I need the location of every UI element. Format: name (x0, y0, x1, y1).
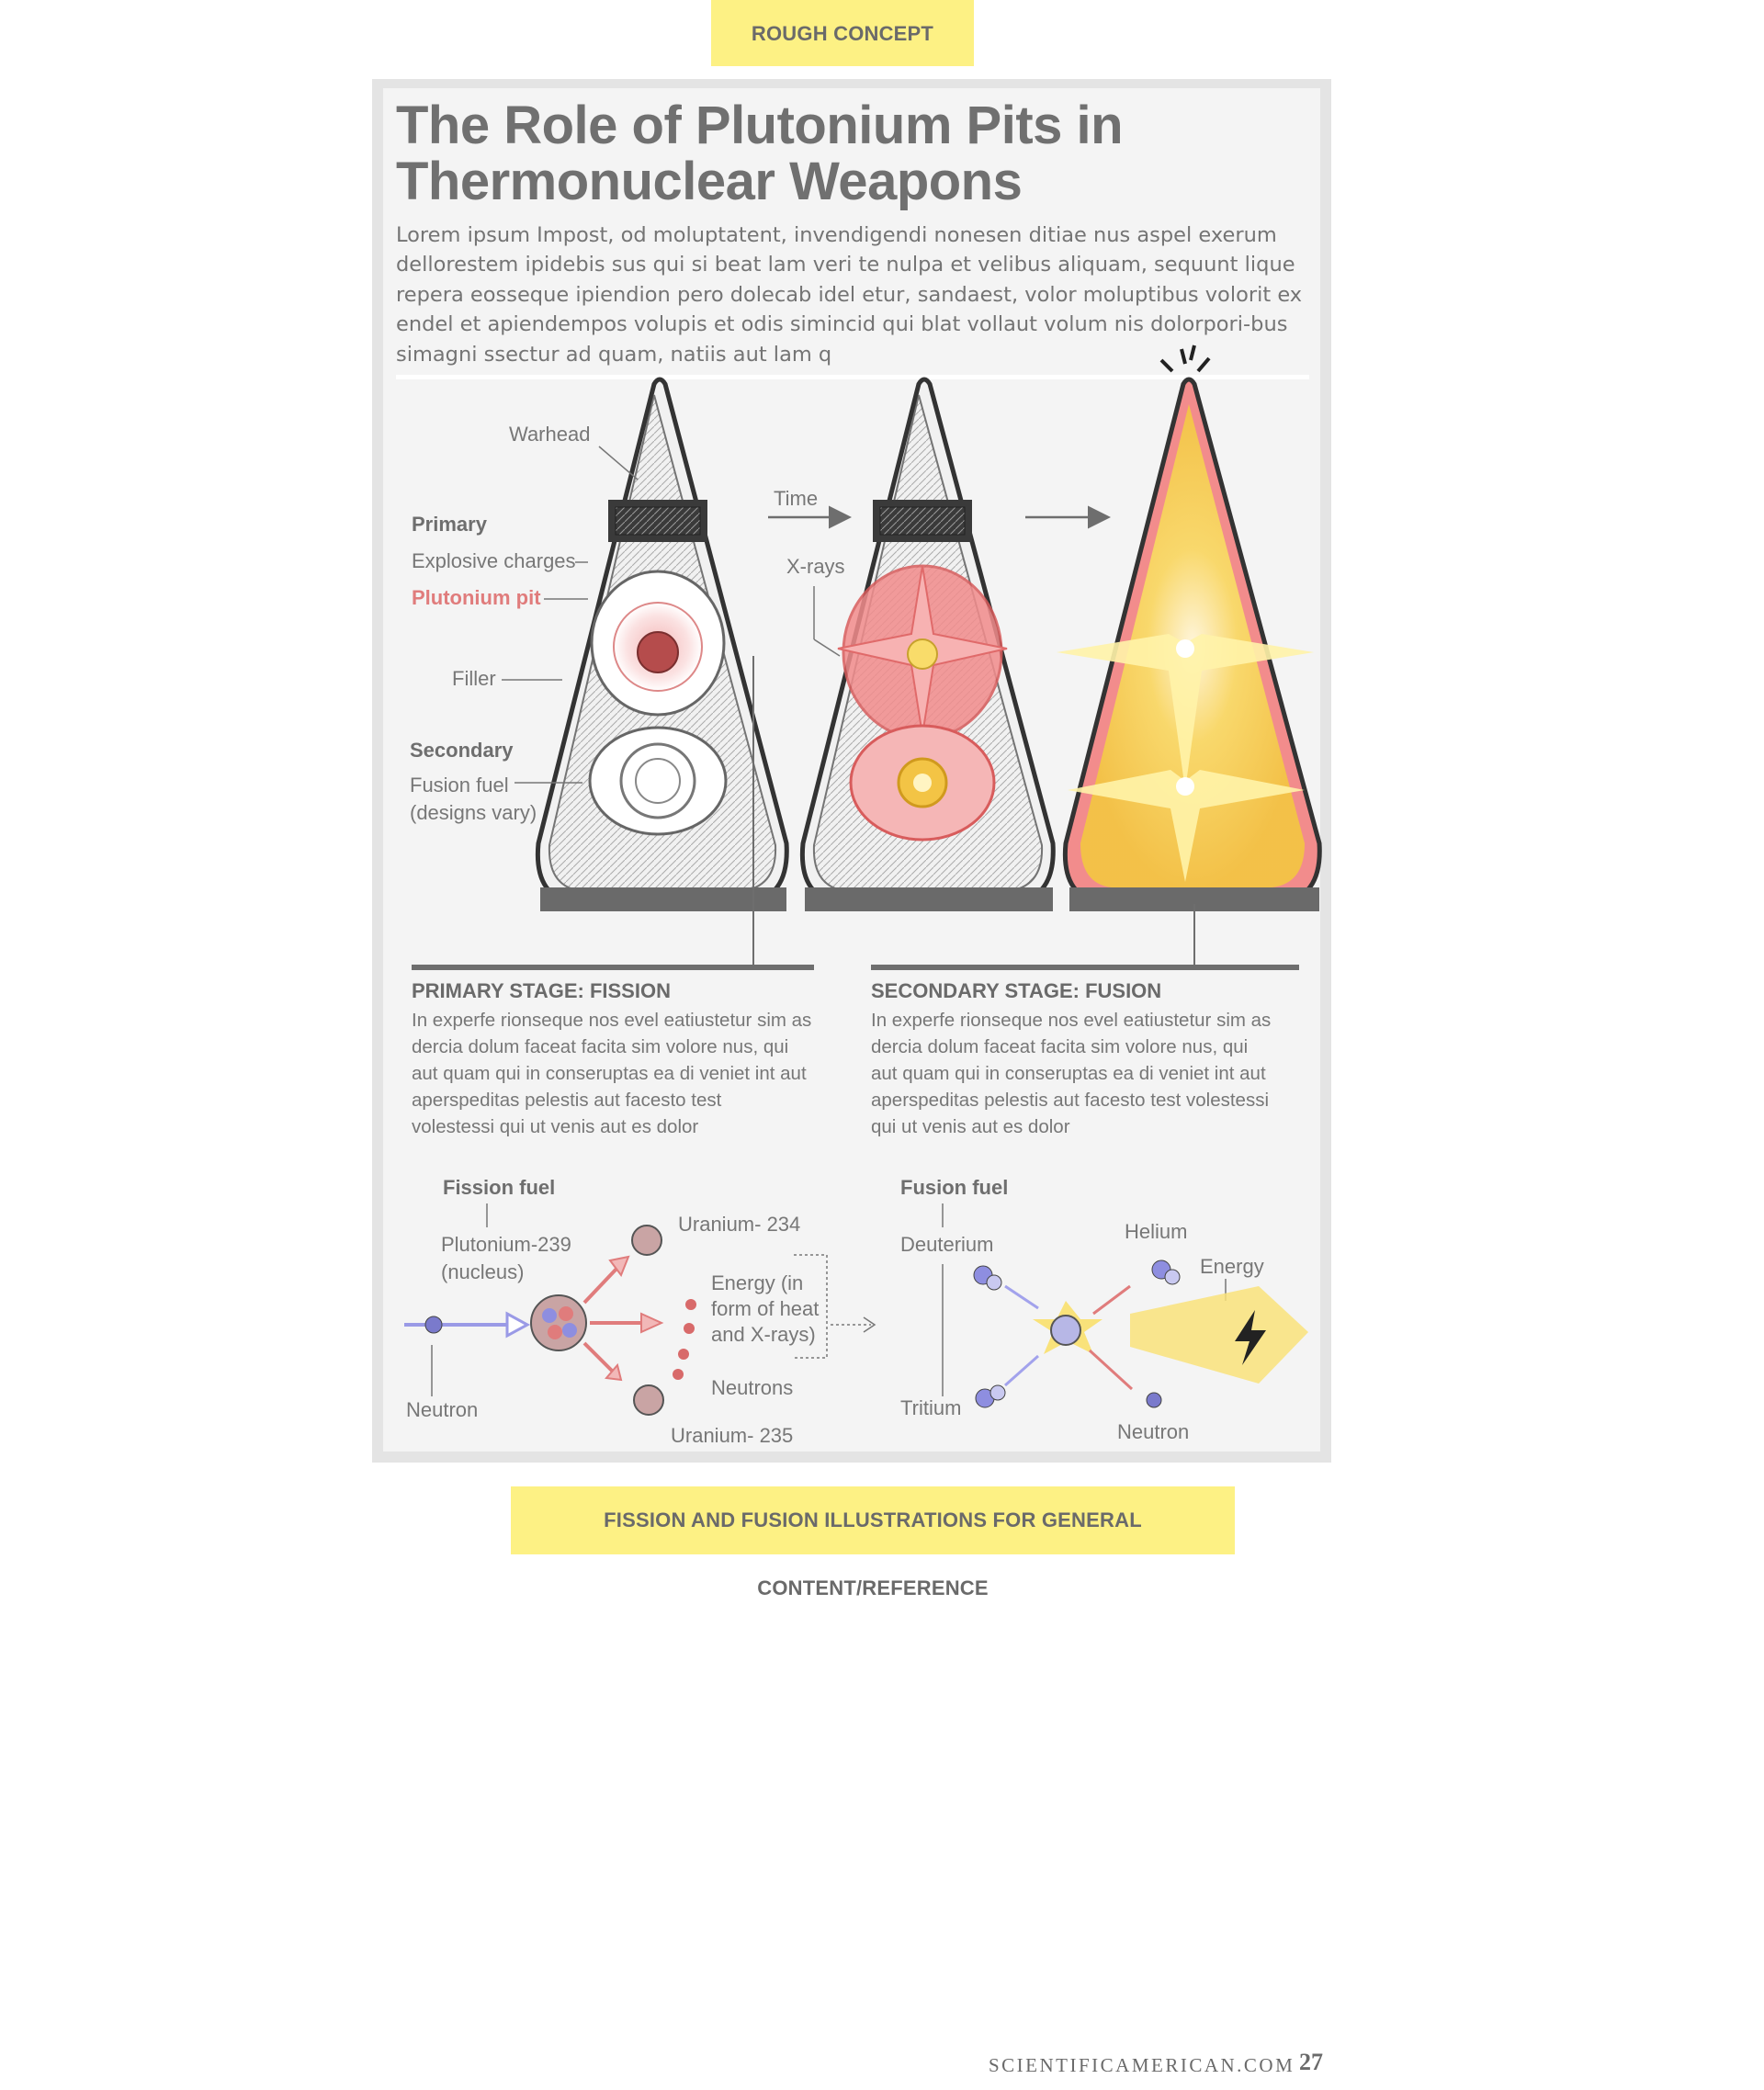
label-energy-3: and X-rays) (711, 1323, 816, 1346)
uranium-235-nucleus (633, 1384, 664, 1416)
label-filler: Filler (452, 667, 496, 690)
warhead-intact (535, 377, 789, 911)
label-time: Time (774, 487, 818, 510)
label-deuterium: Deuterium (900, 1233, 993, 1256)
label-uranium-235: Uranium- 235 (671, 1424, 793, 1447)
label-plutonium-239: Plutonium-239 (441, 1233, 571, 1256)
secondary-stage-bar (871, 965, 1299, 970)
title-divider (396, 375, 1309, 379)
label-primary: Primary (412, 513, 488, 536)
label-explosive-charges: Explosive charges (412, 549, 576, 572)
fused-nucleus (1050, 1315, 1081, 1346)
article-intro: Lorem ipsum Impost, od moluptatent, inve… (396, 223, 1303, 367)
concept-sketch-tag: ROUGH CONCEPT SKETCH (711, 0, 974, 113)
label-neutron-in: Neutron (406, 1398, 478, 1421)
page-number: 27 (1299, 2049, 1323, 2075)
fission-diagram (404, 1203, 876, 1416)
energy-bolt-icon (1235, 1310, 1266, 1365)
article-title: The Role of Plutonium Pits in Thermonucl… (396, 96, 1124, 211)
label-energy-1: Energy (in (711, 1271, 803, 1294)
label-energy-2: form of heat (711, 1297, 819, 1320)
label-neutron-out: Neutron (1117, 1420, 1189, 1443)
label-xrays: X-rays (786, 555, 845, 578)
label-secondary: Secondary (410, 739, 514, 762)
label-nucleus: (nucleus) (441, 1260, 524, 1283)
leader-lines (502, 446, 841, 784)
label-fission-fuel: Fission fuel (443, 1176, 555, 1199)
secondary-stage-text: In experfe rionseque nos evel eatiustetu… (871, 1010, 1272, 1137)
label-warhead: Warhead (509, 423, 590, 446)
plutonium-nucleus (530, 1294, 587, 1351)
fusion-diagram (942, 1203, 1308, 1408)
label-tritium: Tritium (900, 1396, 961, 1419)
reference-note-tag: FISSION AND FUSION ILLUSTRATIONS FOR GEN… (511, 1486, 1235, 1599)
uranium-234-nucleus (631, 1225, 662, 1256)
label-plutonium-pit: Plutonium pit (412, 586, 541, 609)
label-neutrons: Neutrons (711, 1376, 793, 1399)
primary-stage-bar (412, 965, 814, 970)
warhead-detonation (1057, 345, 1322, 911)
label-uranium-234: Uranium- 234 (678, 1213, 800, 1236)
fusion-neutron (1146, 1392, 1162, 1408)
primary-stage-heading: PRIMARY STAGE: FISSION (412, 979, 671, 1002)
neutron-particle (424, 1316, 443, 1334)
warhead-primary-ignited (799, 377, 1056, 911)
label-helium: Helium (1125, 1220, 1187, 1243)
label-designs-vary: (designs vary) (410, 801, 537, 824)
label-energy: Energy (1200, 1255, 1264, 1278)
energy-burst (1130, 1286, 1308, 1384)
footer-site: SCIENTIFICAMERICAN.COM (989, 2054, 1295, 2076)
secondary-stage-heading: SECONDARY STAGE: FUSION (871, 979, 1162, 1002)
label-fusion-fuel: Fusion fuel (410, 774, 509, 796)
label-fusion-fuel-heading: Fusion fuel (900, 1176, 1008, 1199)
primary-stage-text: In experfe rionseque nos evel eatiustetu… (412, 1010, 812, 1137)
